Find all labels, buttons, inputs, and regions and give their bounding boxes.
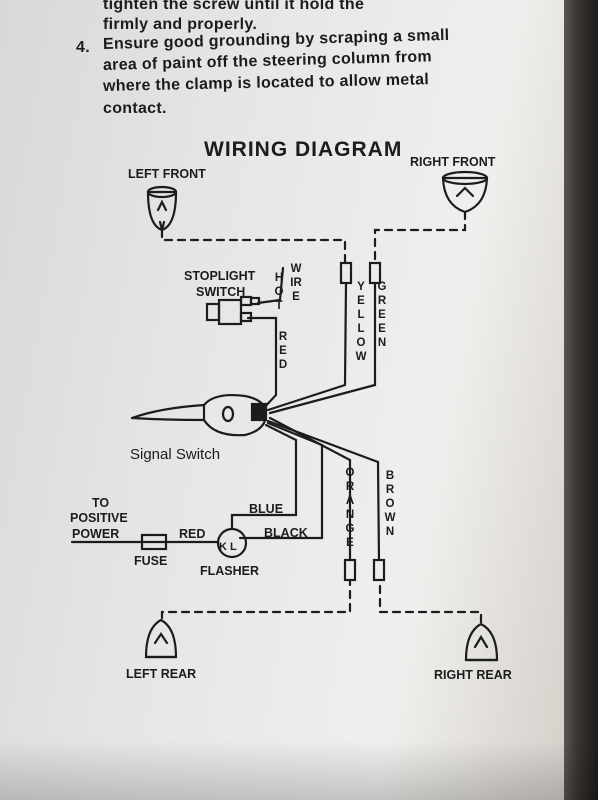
brown-connector-icon [372,558,386,582]
power-label-2: POSITIVE [70,511,128,525]
power-label-3: POWER [72,527,120,541]
right-rear-label: RIGHT REAR [434,668,512,682]
signal-switch-icon [130,393,268,437]
yellow-connector-icon [339,261,353,285]
red-wire-vertical-label: RED [278,331,288,371]
yellow-wire-label: YELLOW [355,281,367,363]
step-number: 4. [76,39,90,56]
red-wire-horizontal-label: RED [179,527,206,541]
right-front-lamp-icon [441,170,489,214]
hot-wire-label: HOT [274,272,284,312]
right-front-label: RIGHT FRONT [410,155,496,169]
stoplight-switch-icon [205,295,261,326]
stoplight-switch-label-2: SWITCH [196,285,246,299]
instruction-line-1: tighten the screw until it hold the [103,0,365,13]
dashed-wire-runs [160,210,483,624]
left-front-lamp-icon [146,185,178,232]
flasher-label: FLASHER [200,564,260,578]
flasher-icon [216,527,248,559]
diagram-title: WIRING DIAGRAM [204,138,403,161]
left-rear-label: LEFT REAR [126,667,197,681]
left-rear-lamp-icon [144,618,178,659]
stoplight-switch-label-1: STOPLIGHT [184,269,256,283]
flasher-terminals-label: K L [219,541,237,553]
bottom-shadow [0,740,598,800]
orange-connector-icon [343,558,357,582]
green-connector-icon [368,261,382,285]
left-front-label: LEFT FRONT [128,167,206,181]
blue-wire-label: BLUE [249,502,284,516]
instruction-line-2: firmly and properly. [103,16,258,33]
instruction-line-6: contact. [103,100,167,117]
fuse-label: FUSE [134,554,168,568]
right-rear-lamp-icon [464,622,499,662]
box-edge-shadow [564,0,598,800]
green-wire-label: GREEN [377,281,387,349]
signal-switch-label: Signal Switch [130,446,221,463]
fuse-icon [135,533,173,551]
power-label-1: TO [92,496,110,510]
black-wire-label: BLACK [264,526,308,540]
brown-wire-label: BROWN [384,470,396,538]
wire-label: WIRE [290,263,302,303]
